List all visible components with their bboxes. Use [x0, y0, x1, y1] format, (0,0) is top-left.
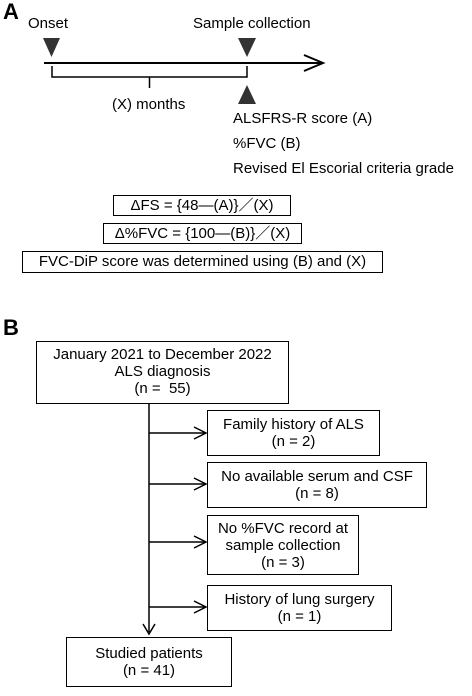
- interval-label: (X) months: [112, 96, 186, 113]
- exclusion-3-count: (n = 3): [261, 554, 305, 571]
- panel-a-label: A: [3, 0, 19, 24]
- measure-el-escorial: Revised El Escorial criteria grade: [233, 160, 454, 177]
- start-count: (n = 55): [134, 380, 191, 397]
- formula-fs: ΔFS = {48—(A)}／(X): [130, 197, 274, 214]
- exclusion-arrowhead-2: [193, 477, 208, 491]
- onset-label: Onset: [28, 15, 69, 32]
- start-period: January 2021 to December 2022: [53, 346, 272, 363]
- exclusion-box-4: History of lung surgery (n = 1): [207, 585, 392, 631]
- exclusion-2-reason: No available serum and CSF: [221, 468, 413, 485]
- formula-fvc: Δ%FVC = {100—(B)}／(X): [114, 225, 291, 242]
- panel-b-label: B: [3, 315, 19, 340]
- exclusion-3-reason: No %FVC record at: [217, 520, 349, 537]
- exclusion-1-count: (n = 2): [271, 433, 316, 450]
- measure-alsfrs: ALSFRS-R score (A): [233, 110, 373, 127]
- sample-collection-marker-top: [238, 38, 256, 57]
- flow-trunk-arrowhead: [142, 623, 156, 636]
- sample-collection-marker-bottom: [238, 85, 256, 104]
- exclusion-4-count: (n = 1): [277, 608, 322, 625]
- start-box: January 2021 to December 2022 ALS diagno…: [36, 341, 289, 404]
- end-count: (n = 41): [122, 662, 176, 679]
- end-box: Studied patients (n = 41): [66, 637, 232, 687]
- exclusion-arrowhead-1: [193, 426, 208, 440]
- exclusion-arrowhead-3: [193, 535, 208, 549]
- exclusion-1-reason: Family history of ALS: [223, 416, 364, 433]
- start-diagnosis: ALS diagnosis: [114, 363, 211, 380]
- formula-fs-box: ΔFS = {48—(A)}／(X): [113, 195, 291, 216]
- timeline-arrowhead: [303, 54, 326, 72]
- fvc-dip-box: FVC-DiP score was determined using (B) a…: [22, 251, 383, 273]
- exclusion-arrowhead-4: [193, 600, 208, 614]
- exclusion-box-1: Family history of ALS (n = 2): [207, 410, 380, 456]
- sample-collection-label: Sample collection: [193, 15, 311, 32]
- exclusion-4-reason: History of lung surgery: [224, 591, 375, 608]
- fvc-dip-text: FVC-DiP score was determined using (B) a…: [38, 253, 367, 270]
- formula-fvc-box: Δ%FVC = {100—(B)}／(X): [103, 223, 302, 244]
- exclusion-box-2: No available serum and CSF (n = 8): [207, 462, 427, 508]
- end-label: Studied patients: [95, 645, 203, 662]
- exclusion-3-reason-cont: sample collection: [225, 537, 341, 554]
- exclusion-2-count: (n = 8): [295, 485, 339, 502]
- exclusion-box-3: No %FVC record at sample collection (n =…: [207, 515, 359, 575]
- onset-marker: [43, 38, 60, 57]
- interval-brace: [51, 66, 248, 88]
- measure-fvc: %FVC (B): [233, 135, 301, 152]
